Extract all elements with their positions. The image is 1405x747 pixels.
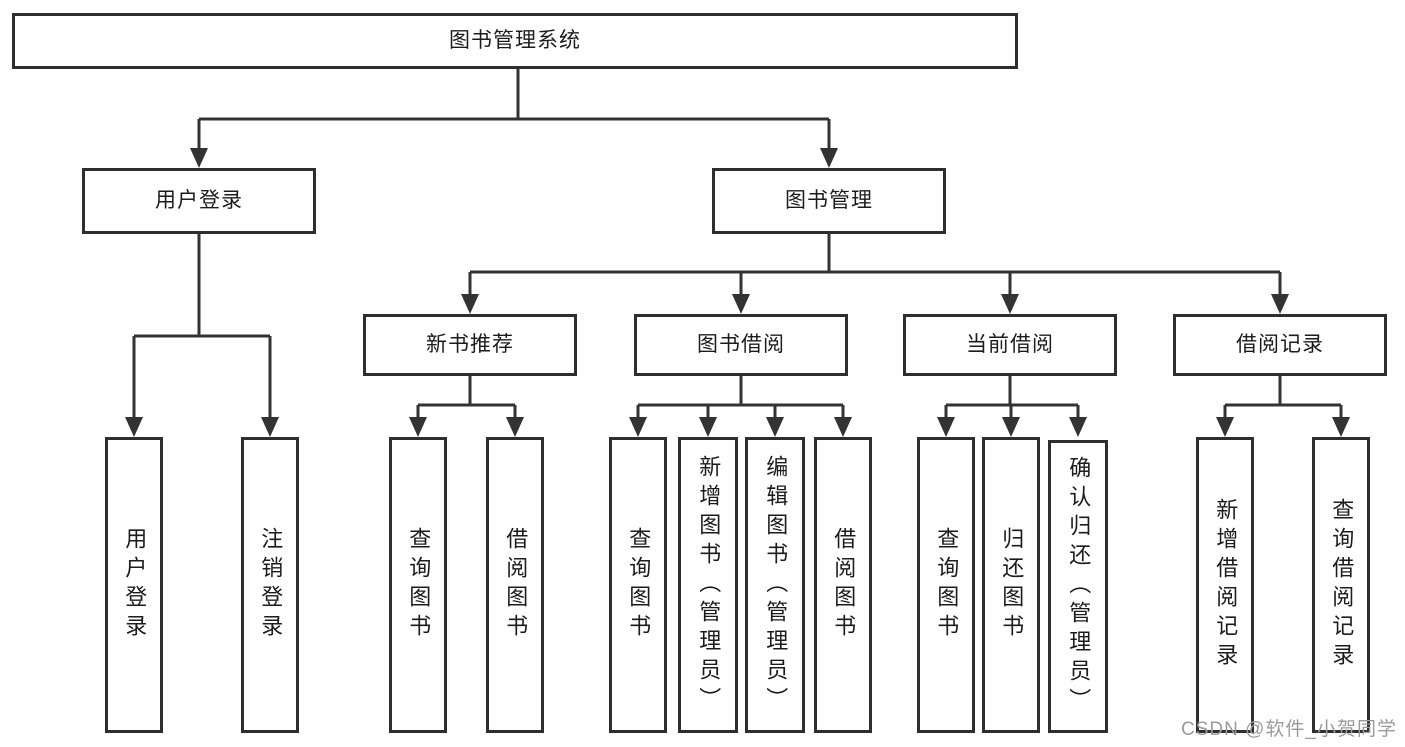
leaf-borrow-books: 借阅图书	[814, 437, 872, 733]
node-current-borrow: 当前借阅	[903, 314, 1117, 376]
leaf-confirm-return-admin: 确认归还（管理员）	[1048, 440, 1108, 733]
leaf-query-borrow-record: 查询借阅记录	[1312, 437, 1370, 733]
leaf-user-login: 用户登录	[105, 437, 163, 733]
leaf-query-books-recommend: 查询图书	[389, 437, 447, 733]
leaf-logout: 注销登录	[241, 437, 299, 733]
node-new-book-recommend: 新书推荐	[363, 314, 577, 376]
leaf-query-books-current: 查询图书	[917, 437, 975, 733]
leaf-query-books-borrow: 查询图书	[609, 437, 667, 733]
leaf-return-books: 归还图书	[982, 437, 1040, 733]
leaf-add-book-admin: 新增图书（管理员）	[678, 437, 738, 733]
node-root: 图书管理系统	[12, 13, 1018, 69]
node-book-borrow: 图书借阅	[634, 314, 848, 376]
leaf-add-borrow-record: 新增借阅记录	[1196, 437, 1254, 733]
leaf-borrow-books-recommend: 借阅图书	[486, 437, 544, 733]
leaf-edit-book-admin: 编辑图书（管理员）	[745, 437, 805, 733]
watermark: CSDN @软件_小贺同学	[1181, 719, 1397, 740]
node-book-management: 图书管理	[712, 168, 946, 234]
node-borrow-records: 借阅记录	[1173, 314, 1387, 376]
node-user-login-branch: 用户登录	[82, 168, 316, 234]
